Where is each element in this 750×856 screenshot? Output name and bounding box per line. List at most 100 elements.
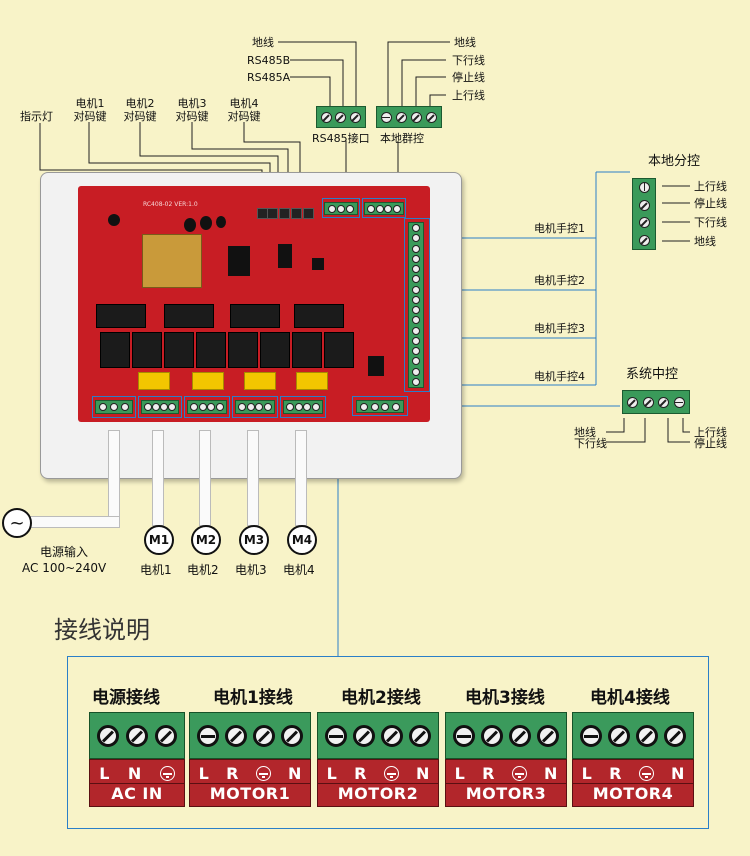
rs485-board-terminal (324, 202, 358, 215)
terminal-name: MOTOR4 (573, 783, 693, 804)
power-cable (28, 516, 120, 528)
group-control-terminal (376, 106, 442, 128)
relay (260, 332, 290, 368)
group-board-box (362, 198, 406, 218)
relay (228, 332, 258, 368)
pin-label: N (287, 764, 302, 783)
manual-control-3-label: 电机手控3 (534, 322, 585, 335)
motor1-icon: M1 (144, 525, 174, 555)
local-control-terminal (632, 178, 656, 250)
motor1-board-terminal (141, 400, 179, 414)
motor4-pair-button[interactable] (303, 208, 314, 219)
power-board-box (92, 396, 136, 418)
screw-icon (381, 111, 392, 123)
group-control-label: 本地群控 (380, 132, 424, 145)
manual-control-2-label: 电机手控2 (534, 274, 585, 287)
pin-label: R (609, 764, 622, 783)
local-stop-label: 停止线 (694, 197, 727, 210)
motor2-board-box (184, 396, 230, 418)
screw-icon (353, 724, 375, 747)
motor4-label: 电机4 (283, 563, 315, 577)
power-spec: AC 100~240V (22, 561, 107, 575)
pin-label: N (415, 764, 430, 783)
ic-chip (278, 244, 292, 268)
central-control-title: 系统中控 (626, 367, 679, 382)
screw-icon (225, 724, 247, 747)
wiring-panel (67, 656, 709, 829)
relay (292, 332, 322, 368)
relay (294, 304, 344, 328)
motor2-board-terminal (187, 400, 227, 414)
capacitor (216, 216, 226, 228)
central-board-terminal (356, 400, 404, 413)
central-board-box (352, 396, 408, 416)
pin-label: R (354, 764, 367, 783)
local-ground-label: 地线 (694, 235, 716, 248)
motor1-pair-button[interactable] (267, 208, 278, 219)
capacitor (244, 372, 276, 390)
motor3-icon: M3 (239, 525, 269, 555)
capacitor (138, 372, 170, 390)
screw-icon (409, 724, 431, 747)
ic-chip (228, 246, 250, 276)
screw-icon (381, 724, 403, 747)
terminal-name: AC IN (90, 783, 184, 804)
pin-label: L (454, 764, 465, 783)
wiring-block-title: 电源接线 (92, 688, 160, 708)
wiring-block-title: 电机1接线 (213, 688, 293, 708)
screw-icon (197, 724, 219, 747)
relay (230, 304, 280, 328)
group-board-terminal (364, 202, 404, 215)
rs485-b-label: RS485B (247, 54, 291, 67)
screw-icon (481, 724, 503, 747)
ground-icon (511, 766, 527, 781)
pin-label: R (482, 764, 495, 783)
wiring-block-title: 电机3接线 (465, 688, 545, 708)
screw-icon (411, 111, 422, 123)
group-down-label: 下行线 (452, 54, 485, 67)
motor3-label: 电机3 (235, 563, 267, 577)
motor2-cable (199, 430, 211, 526)
ic-chip (312, 258, 324, 270)
wiring-title: 接线说明 (54, 616, 150, 644)
central-stop-label: 停止线 (694, 437, 727, 450)
screw-icon (125, 724, 148, 747)
pin-label: N (670, 764, 685, 783)
ground-icon (159, 766, 175, 781)
motor3-pair-button[interactable] (291, 208, 302, 219)
screw-icon (154, 724, 177, 747)
screw-icon (453, 724, 475, 747)
local-down-label: 下行线 (694, 216, 727, 229)
screw-icon (335, 111, 347, 123)
pin-label: L (326, 764, 337, 783)
screw-icon (636, 724, 658, 747)
rs485-terminal (316, 106, 366, 128)
screw-icon (608, 724, 630, 747)
manual-control-terminal (408, 222, 424, 388)
local-up-label: 上行线 (694, 180, 727, 193)
motor1-label: 电机1 (140, 563, 172, 577)
screw-icon (253, 724, 275, 747)
motor3-board-box (232, 396, 278, 418)
terminal-name: MOTOR2 (318, 783, 438, 804)
pin-label: L (198, 764, 209, 783)
relay (196, 332, 226, 368)
screw-icon (426, 111, 437, 123)
rs485-port-label: RS485接口 (312, 132, 370, 145)
motor4-board-terminal (283, 400, 323, 414)
screw-icon (325, 724, 347, 747)
screw-icon (664, 724, 686, 747)
screw-icon (537, 724, 559, 747)
terminal-name: MOTOR3 (446, 783, 566, 804)
motor2-icon: M2 (191, 525, 221, 555)
indicator-label: 指示灯 (20, 110, 53, 123)
central-down-label: 下行线 (574, 437, 607, 450)
motor2-pair-button[interactable] (279, 208, 290, 219)
screw-icon (509, 724, 531, 747)
